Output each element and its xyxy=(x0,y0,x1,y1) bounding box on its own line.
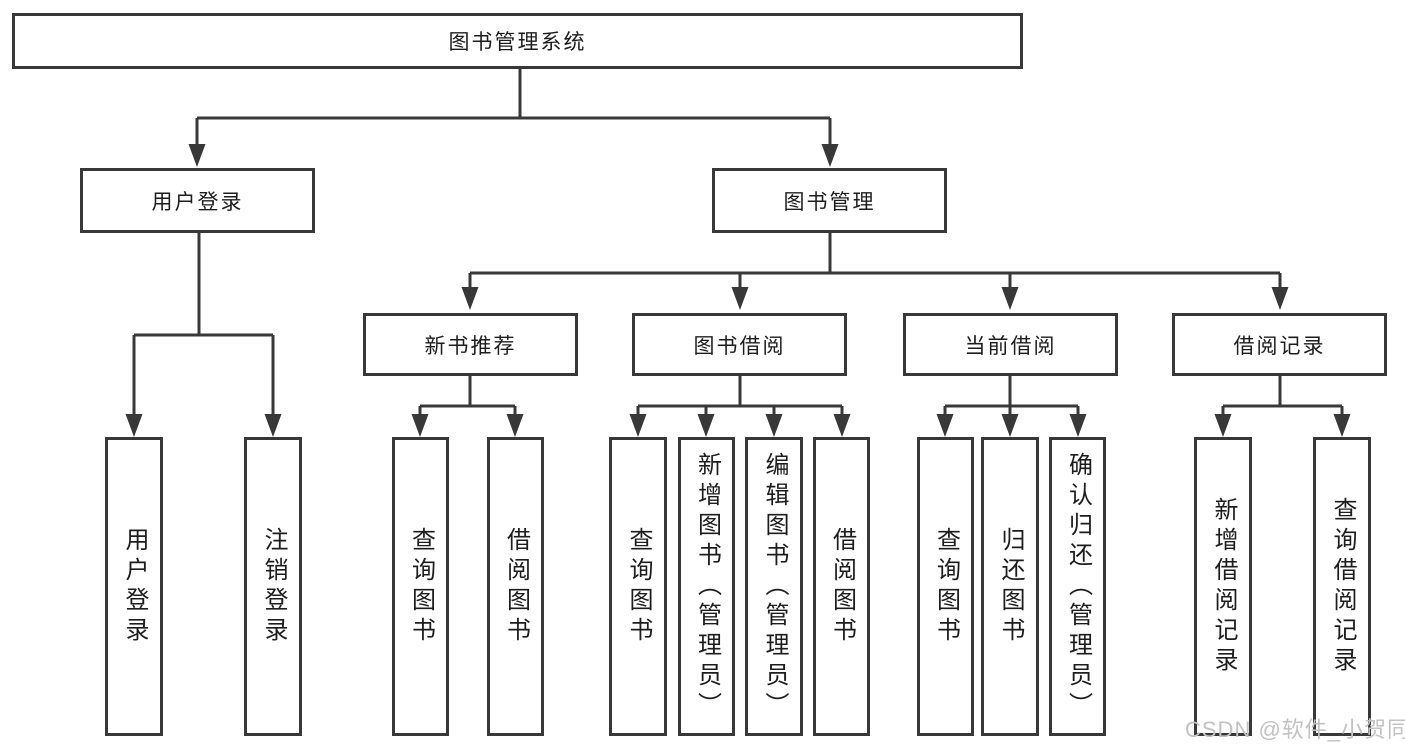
watermark: CSDN @软件_小贺同学 xyxy=(1185,717,1405,742)
node-query-books-current: 查询图书 xyxy=(917,437,974,736)
node-add-books-admin: 新增图书（管理员） xyxy=(678,437,735,736)
connector-user-login xyxy=(134,233,273,337)
node-user-login: 用户登录 xyxy=(80,168,315,233)
node-borrow-books-borrowing: 借阅图书 xyxy=(813,437,870,736)
arrowheads xyxy=(125,144,1351,437)
node-book-borrowing: 图书借阅 xyxy=(632,313,847,376)
node-borrowing-records: 借阅记录 xyxy=(1172,313,1387,376)
node-new-book-recommendation: 新书推荐 xyxy=(363,313,578,376)
connector-current-borrowing xyxy=(945,376,1078,408)
node-book-management: 图书管理 xyxy=(712,168,947,233)
node-query-borrow-record: 查询借阅记录 xyxy=(1313,437,1371,736)
node-library-management-system: 图书管理系统 xyxy=(12,13,1023,69)
node-query-books-recommendation: 查询图书 xyxy=(392,437,449,736)
connector-new-book xyxy=(420,376,515,408)
connector-borrowing-records xyxy=(1223,376,1342,408)
connector-book-borrowing xyxy=(638,376,842,408)
node-logout-leaf: 注销登录 xyxy=(244,437,302,736)
connector-root xyxy=(197,69,830,120)
node-current-borrowing: 当前借阅 xyxy=(903,313,1118,376)
connector-book-management xyxy=(470,233,1280,275)
node-add-borrow-record: 新增借阅记录 xyxy=(1194,437,1252,736)
node-user-login-leaf: 用户登录 xyxy=(105,437,163,736)
node-confirm-return-admin: 确认归还（管理员） xyxy=(1049,437,1106,736)
node-return-books: 归还图书 xyxy=(981,437,1039,736)
node-borrow-books-recommendation: 借阅图书 xyxy=(487,437,544,736)
node-edit-books-admin: 编辑图书（管理员） xyxy=(745,437,803,736)
node-query-books-borrowing: 查询图书 xyxy=(609,437,667,736)
